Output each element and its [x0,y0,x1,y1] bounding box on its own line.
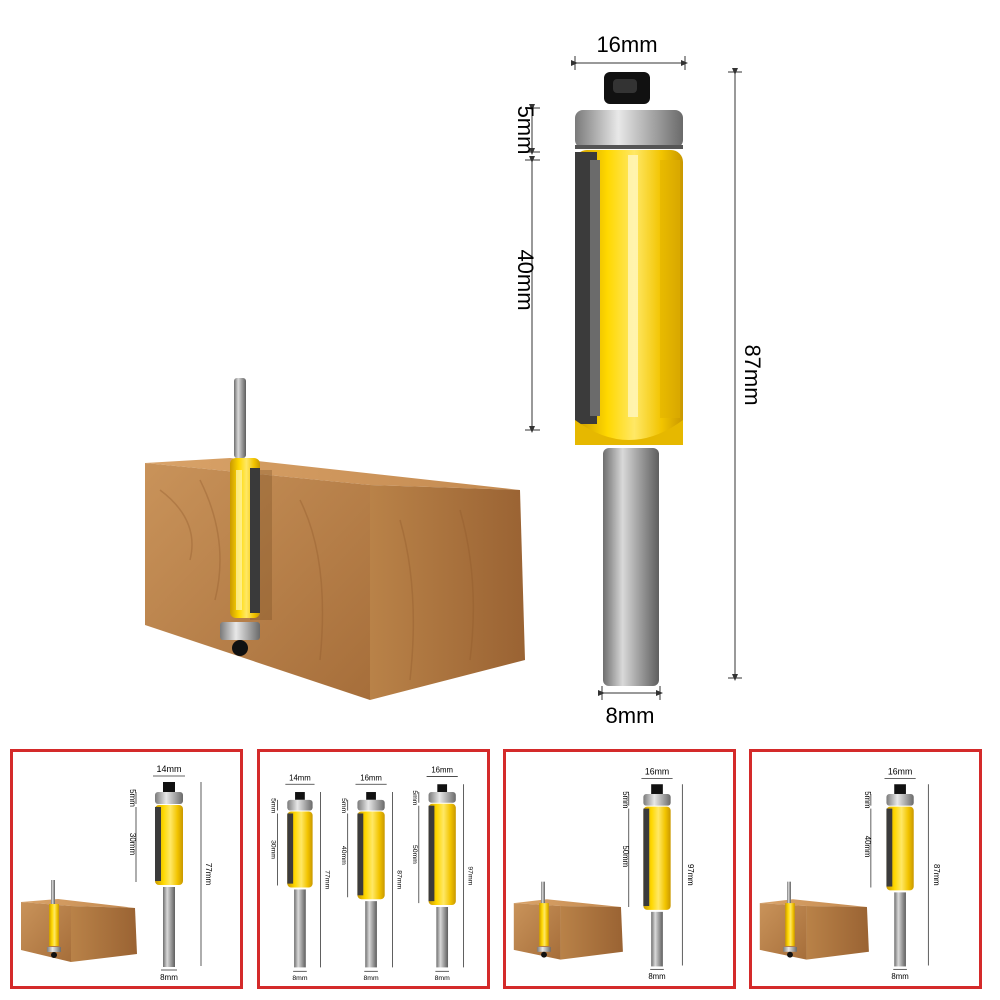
thumb2-bitC-bearing: 5mm [411,790,418,805]
thumb2-bitC-total-length: 97mm [466,866,473,885]
thumb1-label-total-length: 77mm [204,863,213,886]
thumb4-label-bearing: 5mm [863,791,872,808]
label-bearing: 5mm [513,106,538,155]
router-bit-in-wood [220,378,260,656]
thumb2-bitB-total-length: 87mm [395,870,402,889]
thumb4-label-shank: 8mm [891,972,908,981]
thumb3-label-diameter: 16mm [645,766,669,776]
thumb2-bitB-diameter: 16mm [360,773,382,782]
label-diameter: 16mm [596,32,657,57]
thumb2-bitC-cut-length: 50mm [411,845,418,864]
thumb3-label-bearing: 5mm [621,791,630,808]
thumb2-bitA-total-length: 77mm [323,870,330,889]
wood-block [145,458,525,700]
thumbnail-option-1[interactable]: 14mm 5mm 30mm 77mm 8mm [10,749,243,989]
thumb4-label-cut-length: 40mm [863,836,872,858]
thumb3-label-total-length: 97mm [686,864,695,886]
label-shank: 8mm [606,703,655,728]
thumb3-label-shank: 8mm [648,972,665,981]
thumb2-bitA-shank: 8mm [292,975,307,982]
thumbnail-option-4[interactable]: 16mm 5mm 40mm 87mm 8mm [749,749,982,989]
thumb2-bitB-bearing: 5mm [340,798,347,813]
thumb4-label-total-length: 87mm [932,864,941,886]
thumbnail-option-2[interactable]: 14mm 5mm 30mm 77mm 8mm 16mm 5mm 40mm 87m… [257,749,490,989]
thumb4-label-diameter: 16mm [888,766,912,776]
thumb2-bitA-bearing: 5mm [270,798,277,813]
thumb1-label-shank: 8mm [160,973,178,982]
thumb3-label-cut-length: 50mm [621,846,630,868]
router-bit-main [575,72,683,686]
thumbnail-option-3[interactable]: 16mm 5mm 50mm 97mm 8mm [503,749,736,989]
thumb2-bitC-shank: 8mm [435,975,450,982]
thumb1-label-diameter: 14mm [156,764,181,774]
thumb2-bitA-cut-length: 30mm [270,840,277,859]
thumb1-label-cut-length: 30mm [128,833,137,856]
label-cut-length: 40mm [513,249,538,310]
label-total-length: 87mm [740,344,765,405]
thumb2-bitB-shank: 8mm [364,975,379,982]
thumb2-bitA-diameter: 14mm [289,773,311,782]
dimension-lines [525,56,742,700]
thumb1-label-bearing: 5mm [128,789,137,807]
thumb2-bitC-diameter: 16mm [431,766,453,775]
thumb2-bitB-cut-length: 40mm [340,846,347,865]
